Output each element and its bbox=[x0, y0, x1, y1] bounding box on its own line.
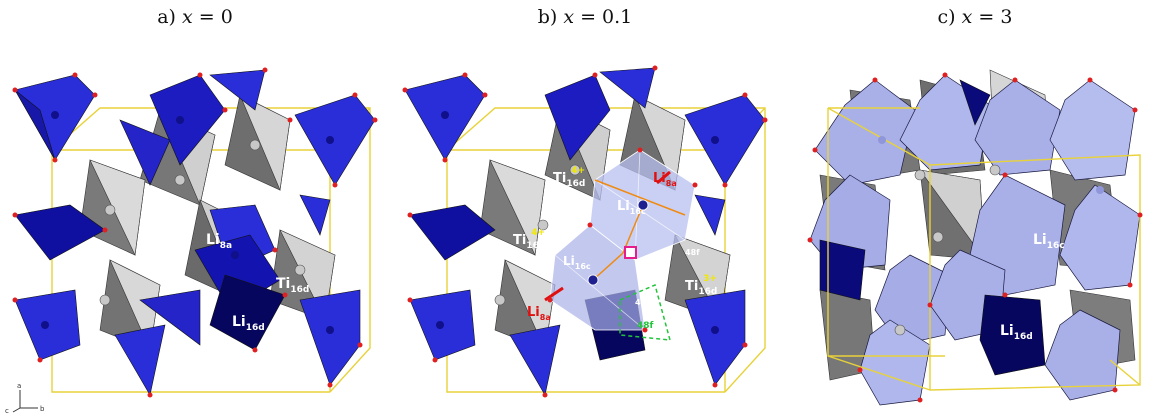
panel-b-value: = 0.1 bbox=[580, 6, 633, 28]
ti-octahedra bbox=[79, 94, 336, 352]
axis-c-label: c bbox=[5, 407, 9, 415]
label-li16d: Li16d bbox=[1000, 323, 1033, 342]
label-ti16d-4plus-left: Ti16d4+ bbox=[513, 228, 545, 251]
cation-atoms bbox=[436, 111, 719, 334]
panel-b-prefix: b) bbox=[537, 6, 558, 28]
panel-a: a) x = 0 bbox=[0, 0, 390, 416]
label-li16c-bottom: Li16c bbox=[563, 254, 591, 271]
label-ti16d: Ti16d bbox=[276, 276, 309, 295]
label-li8a: Li8a bbox=[206, 232, 232, 251]
panel-c: c) x = 3 bbox=[790, 0, 1160, 416]
panel-c-structure: Li16c Li16d bbox=[807, 69, 1143, 406]
li16d-tetrahedra bbox=[819, 79, 1046, 376]
panel-c-title: c) x = 3 bbox=[790, 6, 1160, 28]
red-arrows bbox=[544, 170, 671, 302]
label-48f-center: 48f bbox=[635, 298, 650, 307]
axis-b-label: b bbox=[40, 405, 45, 413]
unit-cell bbox=[827, 107, 1141, 391]
panel-c-variable: x bbox=[961, 6, 973, 28]
oxygen-atoms bbox=[12, 67, 378, 398]
label-li16c-top: Li16c bbox=[617, 199, 646, 216]
panel-b-variable: x bbox=[563, 6, 575, 28]
panel-b-title: b) x = 0.1 bbox=[395, 6, 775, 28]
label-48f-green: 48f bbox=[637, 321, 654, 331]
vacancy-marker bbox=[624, 246, 637, 259]
oxygen-atoms bbox=[402, 65, 768, 398]
diffusion-path bbox=[592, 179, 686, 281]
panel-b: b) x = 0.1 bbox=[395, 0, 775, 416]
panel-a-structure: Li8a Ti16d Li16d bbox=[12, 67, 378, 398]
label-ti16d-3plus: Ti16d3+ bbox=[685, 274, 717, 297]
li16c-octahedra bbox=[809, 74, 1141, 406]
axes-indicator: a b c bbox=[5, 382, 45, 415]
label-li16c: Li16c bbox=[1033, 232, 1065, 251]
axis-a-label: a bbox=[17, 382, 21, 390]
panel-a-variable: x bbox=[181, 6, 193, 28]
label-li8a-bottom: Li8a bbox=[527, 305, 551, 322]
panel-b-structure: Ti16d4+ Li8a Li16c Ti16d4+ 48f Li16c Ti1… bbox=[402, 65, 768, 398]
label-li8a-top: Li8a bbox=[653, 171, 677, 188]
label-li16d: Li16d bbox=[232, 314, 265, 333]
panel-a-title: a) x = 0 bbox=[0, 6, 390, 28]
label-ti16d-4plus-top: Ti16d4+ bbox=[553, 166, 585, 189]
green-48f-face bbox=[619, 283, 672, 341]
panel-a-prefix: a) bbox=[157, 6, 176, 28]
panel-c-prefix: c) bbox=[937, 6, 956, 28]
panel-a-value: = 0 bbox=[198, 6, 233, 28]
cation-atoms bbox=[878, 136, 1104, 336]
label-48f-right: 48f bbox=[685, 248, 700, 257]
panel-c-value: = 3 bbox=[978, 6, 1013, 28]
cation-atoms bbox=[41, 111, 334, 334]
oxygen-atoms bbox=[807, 72, 1143, 403]
